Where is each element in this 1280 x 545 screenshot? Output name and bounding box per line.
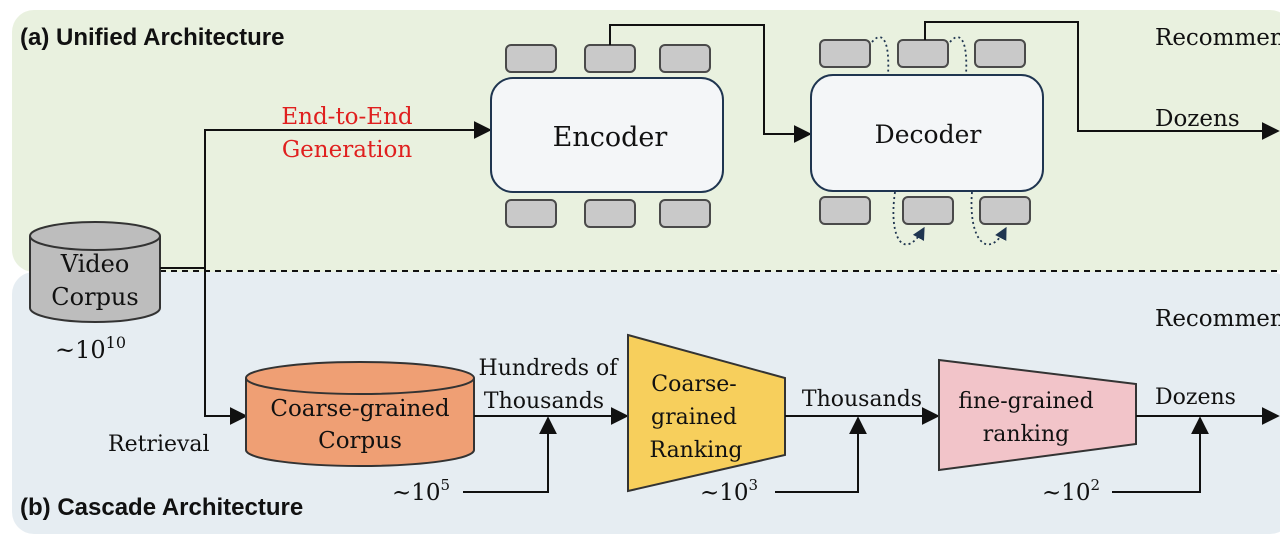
encoder-label: Encoder: [553, 122, 668, 153]
size2: ~103: [700, 476, 758, 506]
decoder-input-tokens: [819, 39, 1026, 68]
video-corpus-size-base: ~10: [55, 336, 106, 364]
size2-base: ~10: [700, 480, 749, 506]
count1-line2: Thousands: [484, 389, 604, 414]
token: [659, 44, 711, 73]
decoder-label: Decoder: [875, 120, 982, 149]
token: [659, 199, 711, 228]
decoder-block: [810, 74, 1044, 192]
autoregressive-loop-upper-2: [949, 36, 968, 76]
coarse-corpus-label-line1: Coarse-grained: [270, 396, 450, 422]
video-corpus-cylinder: [29, 221, 161, 323]
video-corpus-size: ~1010: [55, 333, 126, 364]
count2: Thousands: [802, 387, 922, 412]
size1-base: ~10: [392, 480, 441, 506]
token: [505, 44, 557, 73]
count1-line1: Hundreds of: [479, 356, 620, 381]
fine-ranking-funnel: [938, 358, 1137, 472]
autoregressive-loop-lower-2: [970, 191, 1007, 246]
token: [584, 44, 636, 73]
size1-exp: 5: [441, 476, 451, 494]
fine-ranking-line2: ranking: [983, 422, 1069, 447]
token: [897, 39, 949, 68]
token: [974, 39, 1026, 68]
retrieval-path-arrow: [204, 268, 248, 425]
token: [505, 199, 557, 228]
unified-title: (a) Unified Architecture: [20, 24, 284, 51]
size1-arrow: [463, 416, 557, 493]
coarse-ranking-line3: Ranking: [650, 438, 743, 463]
size2-exp: 3: [749, 476, 759, 494]
token: [819, 196, 871, 225]
fine-ranking-line1: fine-grained: [958, 389, 1093, 414]
coarse-grained-corpus-cylinder: [245, 361, 475, 467]
autoregressive-loop-upper-1: [871, 36, 890, 76]
cascade-recommend-label: Recommen: [1155, 306, 1280, 332]
decoder-output-arrow: [924, 21, 1280, 140]
coarse-corpus-label-line2: Corpus: [318, 428, 402, 454]
size1: ~105: [392, 476, 450, 506]
size3-base: ~10: [1042, 480, 1091, 506]
video-corpus-label-line2: Corpus: [51, 283, 138, 311]
size3-exp: 2: [1091, 476, 1101, 494]
generation-path-arrow: [160, 121, 492, 269]
count3: Dozens: [1155, 385, 1236, 410]
token: [819, 39, 871, 68]
coarse-ranking-funnel: [627, 333, 786, 493]
size3: ~102: [1042, 476, 1100, 506]
generation-label-line2: Generation: [282, 137, 413, 163]
encoder-to-decoder-arrow: [609, 24, 812, 143]
token: [902, 196, 954, 225]
video-corpus-size-exp: 10: [106, 333, 126, 352]
video-corpus-label-line1: Video: [60, 250, 130, 278]
retrieval-label: Retrieval: [108, 432, 210, 457]
generation-label-line1: End-to-End: [281, 104, 413, 130]
token: [584, 199, 636, 228]
cascade-title: (b) Cascade Architecture: [20, 494, 303, 521]
encoder-output-tokens: [505, 199, 711, 228]
encoder-block: [490, 77, 724, 193]
size2-arrow: [775, 416, 867, 493]
token: [979, 196, 1031, 225]
size3-arrow: [1112, 416, 1209, 493]
coarse-ranking-line2: grained: [651, 405, 737, 430]
decoder-output-tokens: [819, 196, 1031, 225]
unified-recommend-label: Recommen: [1155, 25, 1280, 51]
coarse-ranking-line1: Coarse-: [651, 372, 736, 397]
encoder-input-tokens: [505, 44, 711, 73]
unified-dozens-label: Dozens: [1155, 106, 1240, 132]
